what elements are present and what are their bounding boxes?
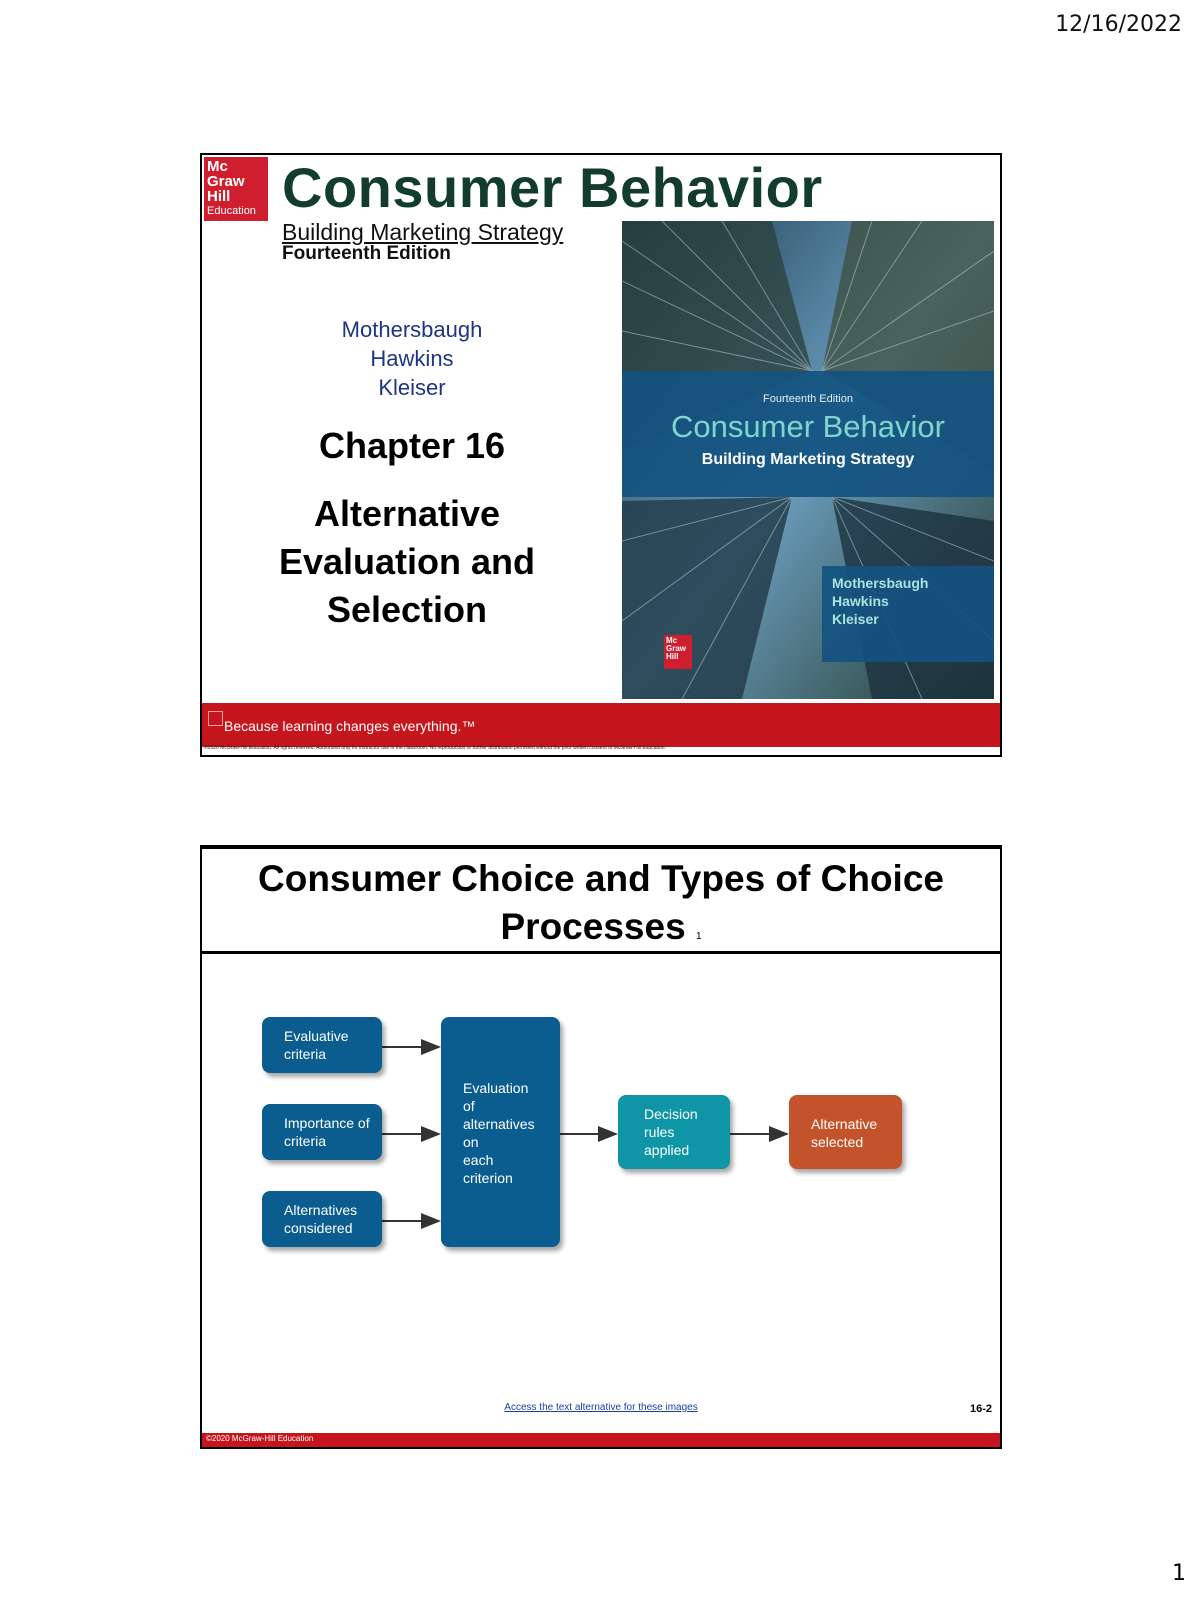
logo-word-education: Education <box>207 205 256 217</box>
page-number: 1 <box>1172 1561 1186 1586</box>
evaluation-of-alternatives-box: Evaluation of alternatives on each crite… <box>441 1017 560 1247</box>
cover-title-band: Fourteenth Edition Consumer Behavior Bui… <box>622 371 994 497</box>
cover-logo-word: Hill <box>666 652 679 661</box>
evaluation-line: Evaluation <box>463 1080 529 1096</box>
book-edition: Fourteenth Edition <box>282 243 451 264</box>
decision-rules-box: Decision rules applied <box>618 1095 730 1169</box>
slide-number: 16-2 <box>969 1403 992 1415</box>
decision-box-label: Decision rules applied <box>644 1105 698 1159</box>
author-name: Kleiser <box>378 375 446 400</box>
author-list: Mothersbaugh Hawkins Kleiser <box>302 315 522 402</box>
importance-of-criteria-box: Importance of criteria <box>262 1104 382 1160</box>
evaluation-line: each <box>463 1152 494 1168</box>
mcgraw-hill-logo: Mc Graw Hill Education <box>204 157 268 221</box>
box-label: Importance of criteria <box>284 1115 370 1149</box>
evaluative-criteria-box: Evaluative criteria <box>262 1017 382 1073</box>
evaluation-box-label: Evaluation of alternatives on each crite… <box>463 1079 535 1187</box>
cover-edition: Fourteenth Edition <box>763 393 853 405</box>
slide-footer-bar: ©2020 McGraw-Hill Education <box>202 1433 1000 1447</box>
cover-logo-word: Mc <box>666 636 678 645</box>
text-alternative-link[interactable]: Access the text alternative for these im… <box>504 1402 698 1413</box>
slide-title-mark: 1 <box>695 931 702 942</box>
decision-line: applied <box>644 1142 690 1158</box>
diagram-arrows <box>382 1039 789 1229</box>
brand-square-icon <box>208 711 223 726</box>
evaluation-line: of <box>463 1098 475 1114</box>
cover-publisher-logo: Mc Graw Hill <box>664 635 692 669</box>
brand-tagline: Because learning changes everything.™ <box>224 718 476 734</box>
copyright-notice: ©2020 McGraw-Hill Education <box>206 1434 314 1443</box>
book-subtitle: Building Marketing Strategy <box>282 219 564 245</box>
slide-title-text: Consumer Choice and Types of Choice Proc… <box>258 858 944 947</box>
title-bottom-rule <box>202 951 1000 954</box>
cover-author-list: Mothersbaugh Hawkins Kleiser <box>822 566 994 662</box>
author-name: Hawkins <box>370 346 454 371</box>
alternative-selected-box: Alternative selected <box>789 1095 902 1169</box>
selected-box-label: Alternative selected <box>811 1115 877 1151</box>
cover-subtitle: Building Marketing Strategy <box>701 451 915 468</box>
evaluation-line: criterion <box>463 1170 513 1186</box>
content-slide: Consumer Choice and Types of Choice Proc… <box>200 845 1002 1449</box>
decision-line: Decision <box>644 1106 698 1122</box>
selected-line: Alternative <box>811 1116 878 1132</box>
evaluation-line: on <box>463 1134 479 1150</box>
cover-author-name: Kleiser <box>832 611 879 627</box>
logo-word-mc: Mc <box>207 158 228 175</box>
print-date: 12/16/2022 <box>1055 12 1182 37</box>
slide-footer-bar: Because learning changes everything.™ <box>202 703 1000 747</box>
box-label: Alternatives considered <box>284 1202 358 1236</box>
cover-author-name: Mothersbaugh <box>832 575 929 591</box>
box-label: Evaluative criteria <box>284 1028 349 1062</box>
author-name: Mothersbaugh <box>341 317 483 342</box>
logo-word-graw: Graw <box>207 173 245 190</box>
book-title: Consumer Behavior <box>282 156 823 219</box>
chapter-title: Alternative Evaluation and Selection <box>278 493 536 630</box>
cover-logo-word: Graw <box>666 644 687 653</box>
alternatives-considered-box: Alternatives considered <box>262 1191 382 1247</box>
logo-word-hill: Hill <box>207 188 231 205</box>
selected-line: selected <box>811 1134 864 1150</box>
evaluation-line: alternatives <box>463 1116 535 1132</box>
book-cover-image: Fourteenth Edition Consumer Behavior Bui… <box>622 221 994 699</box>
cover-title: Consumer Behavior <box>671 409 945 444</box>
copyright-notice: ©2020 McGraw-Hill Education. All rights … <box>204 745 666 751</box>
chapter-number: Chapter 16 <box>318 425 506 466</box>
cover-author-name: Hawkins <box>832 593 889 609</box>
title-slide: Mc Graw Hill Education Consumer Behavior… <box>200 153 1002 757</box>
title-top-rule <box>202 847 1000 853</box>
slide-title: Consumer Choice and Types of Choice Proc… <box>202 855 1000 961</box>
decision-line: rules <box>644 1124 675 1140</box>
